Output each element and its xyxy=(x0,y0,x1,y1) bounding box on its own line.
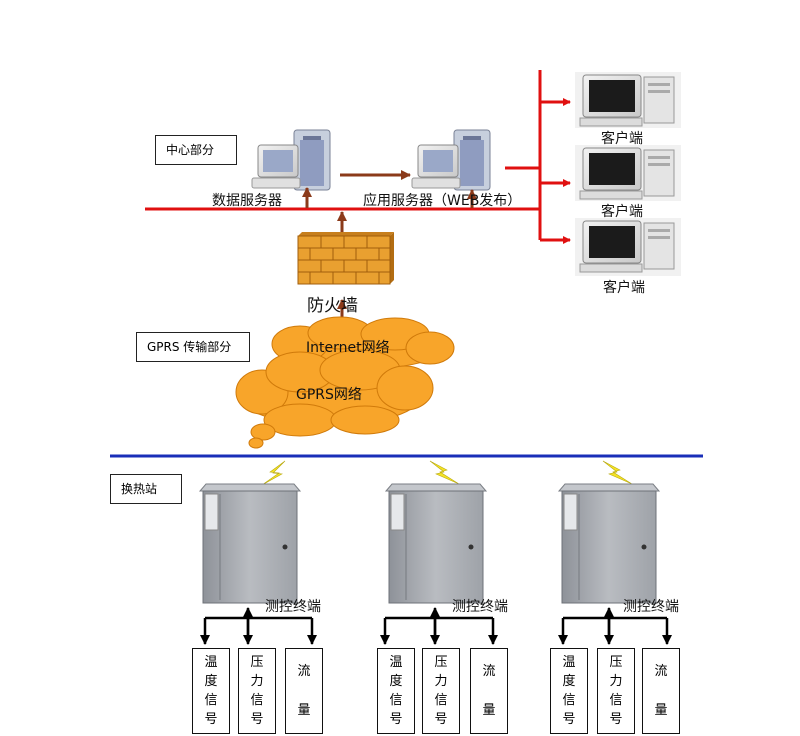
signal-box: 压力信号 xyxy=(238,648,276,734)
gprs-cloud-icon xyxy=(235,349,434,449)
terminal-cabinet-1-icon xyxy=(198,483,302,604)
client-2-label: 客户端 xyxy=(601,204,643,220)
signal-char: 量 xyxy=(482,703,496,718)
signal-box: 温度信号 xyxy=(192,648,230,734)
section-label-center: 中心部分 xyxy=(155,135,237,165)
section-label-gprs: GPRS 传输部分 xyxy=(136,332,250,362)
signal-tree-1 xyxy=(200,607,317,645)
signal-char: 温 xyxy=(562,655,576,670)
firewall-label: 防火墙 xyxy=(307,296,358,316)
signal-char: 号 xyxy=(389,712,403,727)
internet-label: Internet网络 xyxy=(306,340,390,356)
signal-char: 力 xyxy=(434,674,448,689)
firewall-icon xyxy=(297,232,394,285)
terminal-1-label: 测控终端 xyxy=(265,599,321,615)
signal-char: 压 xyxy=(609,655,623,670)
client-3-icon xyxy=(575,218,681,276)
app-server-icon xyxy=(411,129,491,191)
wireless-1-icon xyxy=(261,460,286,486)
signal-char: 号 xyxy=(609,712,623,727)
data-server-icon xyxy=(251,129,331,191)
signal-box: 压力信号 xyxy=(422,648,460,734)
signal-char: 压 xyxy=(250,655,264,670)
signal-char: 信 xyxy=(389,693,403,708)
signal-char: 量 xyxy=(297,703,311,718)
signal-char: 流 xyxy=(482,664,496,679)
terminal-cabinet-2-icon xyxy=(384,483,488,604)
signal-char: 度 xyxy=(204,674,218,689)
data-server-label: 数据服务器 xyxy=(212,193,282,209)
signal-char: 号 xyxy=(562,712,576,727)
client-1-icon xyxy=(575,72,681,128)
signal-box: 流量 xyxy=(470,648,508,734)
signal-char: 力 xyxy=(609,674,623,689)
section-label-station: 换热站 xyxy=(110,474,182,504)
signal-char: 力 xyxy=(250,674,264,689)
signal-char: 号 xyxy=(250,712,264,727)
signal-char: 度 xyxy=(389,674,403,689)
wireless-2-icon xyxy=(429,460,460,485)
signal-char: 信 xyxy=(609,693,623,708)
signal-char: 温 xyxy=(204,655,218,670)
signal-box: 压力信号 xyxy=(597,648,635,734)
signal-box: 流量 xyxy=(642,648,680,734)
signal-char: 量 xyxy=(654,703,668,718)
app-server-label: 应用服务器（WEB发布） xyxy=(363,193,522,209)
signal-char: 流 xyxy=(654,664,668,679)
signal-char: 信 xyxy=(434,693,448,708)
signal-char: 号 xyxy=(434,712,448,727)
client-2-icon xyxy=(575,145,681,201)
terminal-3-label: 测控终端 xyxy=(623,599,679,615)
signal-tree-2 xyxy=(380,607,498,645)
signal-char: 度 xyxy=(562,674,576,689)
terminal-2-label: 测控终端 xyxy=(452,599,508,615)
signal-char: 号 xyxy=(204,712,218,727)
client-3-label: 客户端 xyxy=(603,280,645,296)
signal-box: 温度信号 xyxy=(377,648,415,734)
signal-box: 温度信号 xyxy=(550,648,588,734)
client-1-label: 客户端 xyxy=(601,131,643,147)
gprs-network-label: GPRS网络 xyxy=(296,387,362,403)
signal-char: 信 xyxy=(204,693,218,708)
wireless-3-icon xyxy=(602,460,633,485)
signal-tree-3 xyxy=(558,607,672,645)
signal-char: 温 xyxy=(389,655,403,670)
signal-char: 信 xyxy=(250,693,264,708)
signal-char: 信 xyxy=(562,693,576,708)
signal-box: 流量 xyxy=(285,648,323,734)
signal-char: 流 xyxy=(297,664,311,679)
terminal-cabinet-3-icon xyxy=(557,483,661,604)
signal-char: 压 xyxy=(434,655,448,670)
